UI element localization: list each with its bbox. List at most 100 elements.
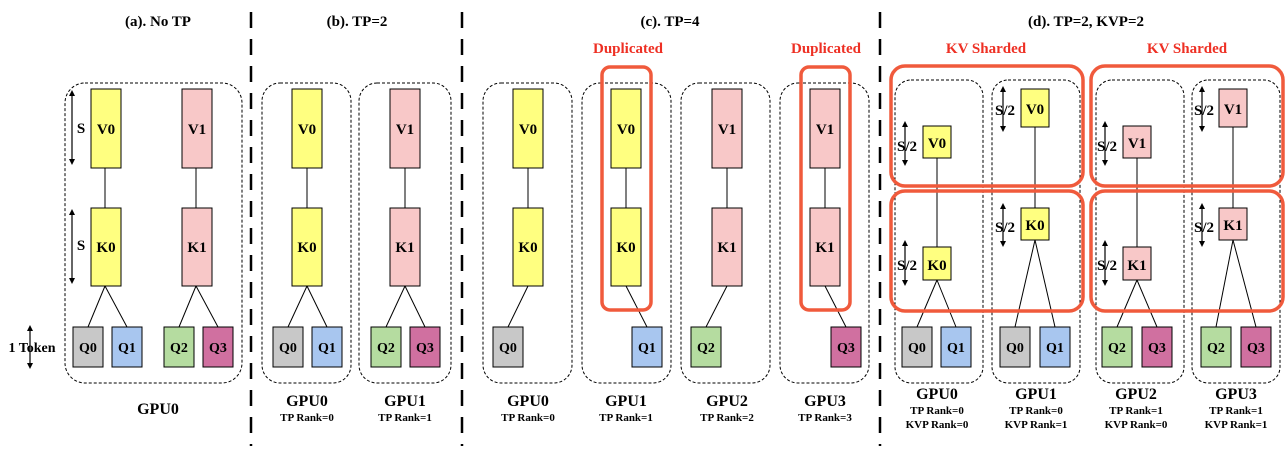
gpu2-tp-rank: TP Rank=1 [1109,405,1163,417]
q2-gpu2-label: Q2 [1108,341,1126,356]
s2-label-gpu2-k: S/2 [1097,258,1117,274]
gpu1-label: GPU1 [1015,386,1057,403]
s2-label-gpu0-v: S/2 [897,139,917,155]
panel-b: (b). TP=2 V0 V1 K0 K1 Q0 Q1 Q2 Q3 GPU0 T… [261,14,452,424]
gpu1-kvp-rank: KVP Rank=1 [1005,419,1068,431]
s2-label-gpu1-v: S/2 [995,103,1015,119]
v1-dup-block [809,88,841,169]
gpu0-rank: TP Rank=0 [501,412,555,424]
panel-separators [249,12,882,446]
s2-label-gpu0-k: S/2 [897,258,917,274]
token-label: 1 Token [8,341,55,356]
gpu2-kvp-rank: KVP Rank=0 [1105,419,1168,431]
q1-label: Q1 [318,341,336,356]
gpu3-label: GPU3 [1215,386,1257,403]
q0-gpu1-label: Q0 [1006,341,1024,356]
gpu2-label: GPU2 [1115,386,1157,403]
v0-block [90,88,122,169]
k0-block [512,207,544,287]
q3-block [830,326,862,368]
k0-shard-gpu1-label: K0 [1025,218,1044,234]
q3-gpu2 [1141,326,1173,368]
k1-label: K1 [187,240,206,256]
v1-label: V1 [396,122,414,138]
k1-shard-gpu2-label: K1 [1127,258,1146,274]
gpu0-kvp-rank: KVP Rank=0 [906,419,969,431]
q1-block [631,326,663,368]
q2-block [690,326,722,368]
q2-gpu2 [1101,326,1133,368]
kv-sharded-k1-highlight [1089,189,1285,313]
panel-c-title: (c). TP=4 [640,14,700,30]
s2-label-gpu1-k: S/2 [995,220,1015,236]
v1-shard-gpu2-label: V1 [1128,136,1146,152]
q2-block [163,326,195,368]
k1-dup-label: K1 [815,240,834,256]
q2-gpu3 [1200,326,1232,368]
gpu1-boundary [581,82,672,384]
v1-block [389,88,421,169]
k1-shard-gpu3 [1218,207,1248,241]
k0-block [90,207,122,287]
q3-label: Q3 [416,341,434,356]
q0-block [272,326,304,368]
q0-gpu0-label: Q0 [908,341,926,356]
q0-block [72,326,104,368]
k1-shard-gpu3-label: K1 [1223,218,1242,234]
q0-gpu1 [999,326,1031,368]
connectors-b [287,168,426,328]
q0-label: Q0 [79,341,97,356]
q0-gpu0 [901,326,933,368]
kv-sharded-v1-highlight [1089,64,1285,188]
gpu3-kvp-rank: KVP Rank=1 [1205,419,1268,431]
s2-label-gpu3-v: S/2 [1194,103,1214,119]
q3-block [202,326,234,368]
kv-sharded-k0-highlight [889,189,1085,313]
v0-shard-gpu1-label: V0 [1026,102,1044,118]
gpu0-label: GPU0 [916,386,958,403]
duplicated-highlight-2 [799,65,852,312]
kv-sharded-label-1: KV Sharded [946,41,1027,57]
panel-c: (c). TP=4 Duplicated Duplicated V0 V0 V1… [482,14,870,424]
v0-block [291,88,323,169]
v0-label: V0 [519,122,537,138]
v0-dup-block [610,88,642,169]
k0-label: K0 [518,240,537,256]
k0-dup-block [610,207,642,287]
q3-gpu3 [1240,326,1272,368]
gpu0-rank: TP Rank=0 [280,412,334,424]
gpu2-label: GPU2 [706,393,748,410]
v1-label: V1 [188,122,206,138]
q3-gpu2-label: Q3 [1148,341,1166,356]
v0-dup-label: V0 [617,122,635,138]
panel-d: (d). TP=2, KVP=2 KV Sharded KV Sharded [889,14,1285,431]
gpu0-boundary [894,79,984,384]
q3-label: Q3 [209,341,227,356]
kv-sharded-v0-highlight [889,64,1085,188]
gpu3-rank: TP Rank=3 [798,412,852,424]
v0-block [512,88,544,169]
s2-label-gpu3-k: S/2 [1194,220,1214,236]
k1-block [389,207,421,287]
gpu1-boundary [358,82,452,384]
gpu3-boundary [1191,79,1281,384]
k0-block [291,207,323,287]
q1-label: Q1 [118,341,136,356]
q3-block [409,326,441,368]
connectors-a [87,168,219,328]
gpu0-tp-rank: TP Rank=0 [910,405,964,417]
v0-label: V0 [298,122,316,138]
gpu0-label: GPU0 [507,393,549,410]
connectors-c [507,168,847,328]
duplicated-label-1: Duplicated [593,41,664,57]
gpu0-boundary [482,82,573,384]
q3-label: Q3 [837,341,855,356]
q2-label: Q2 [697,341,715,356]
gpu1-tp-rank: TP Rank=0 [1009,405,1063,417]
q0-block [492,326,524,368]
v0-shard-gpu0 [922,125,952,159]
gpu1-label: GPU1 [605,393,647,410]
v0-shard-gpu1 [1020,88,1050,128]
